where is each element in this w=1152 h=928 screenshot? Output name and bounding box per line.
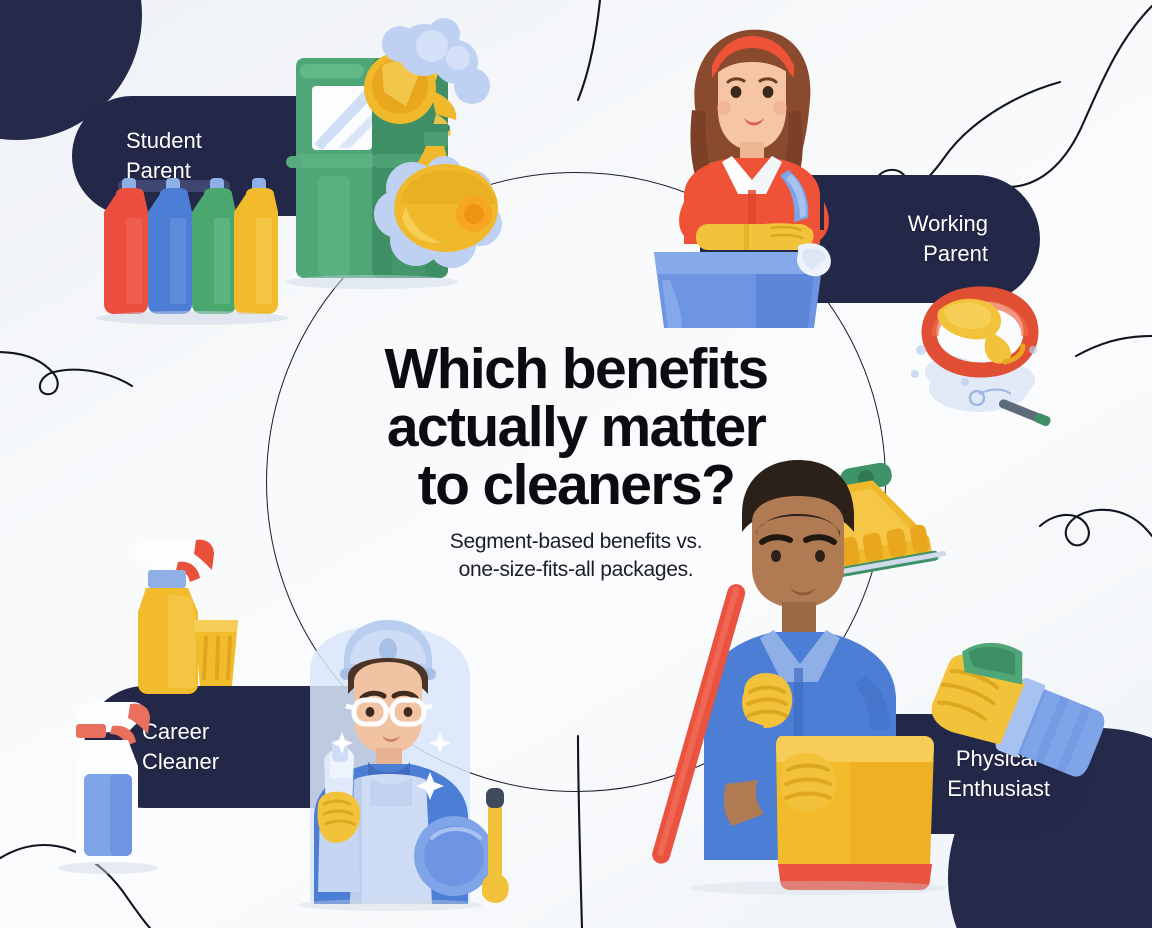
subtitle-line-2: one-size-fits-all packages.: [458, 558, 694, 581]
illustration-spray-bottles: [58, 528, 270, 874]
illustration-career-cleaner: [292, 612, 542, 912]
segment-label-text: Career Cleaner: [142, 719, 220, 774]
center-copy-block: Which benefits actually matter to cleane…: [296, 340, 856, 584]
illustration-physical-enthusiast: [652, 440, 980, 895]
headline-line-1: Which benefits: [384, 337, 770, 401]
illustration-scrub-brush: [805, 448, 975, 608]
headline-line-2: actually matter: [386, 395, 767, 459]
illustration-working-parent: [648, 18, 908, 328]
illustration-bucket-sponges: [905, 286, 1055, 428]
page-title: Which benefits actually matter to cleane…: [296, 340, 856, 514]
headline-line-3: to cleaners?: [417, 453, 736, 517]
illustration-glove-sponge: [915, 636, 1105, 786]
page-subtitle: Segment-based benefits vs. one-size-fits…: [296, 528, 856, 584]
subtitle-line-1: Segment-based benefits vs.: [449, 530, 703, 553]
segment-label-text: Working Parent: [907, 211, 988, 266]
illustration-student-parent: [96, 18, 540, 328]
segment-label-text: Student Parent: [126, 128, 202, 183]
